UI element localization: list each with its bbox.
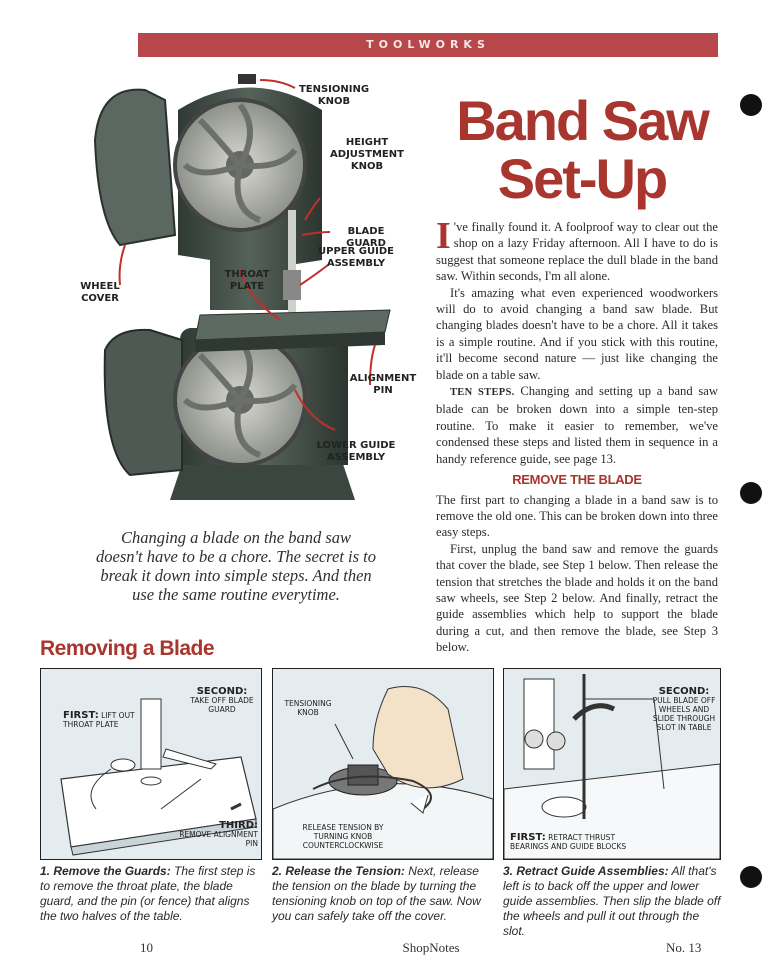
section-name: TOOLWORKS xyxy=(366,38,490,51)
table-drawing xyxy=(41,669,261,859)
subhead-remove-blade: REMOVE THE BLADE xyxy=(512,472,642,488)
p3-first-head: FIRST: xyxy=(510,832,546,843)
p2-release-label: RELEASE TENSION BY TURNING KNOB COUNTERC… xyxy=(302,823,384,850)
step-3-caption: 3. Retract Guide Assemblies: All that's … xyxy=(503,864,723,939)
step-2-caption: 2. Release the Tension: Next, release th… xyxy=(272,864,494,924)
paragraph-5: First, unplug the band saw and remove th… xyxy=(436,541,718,655)
label-lower-guide-assembly: LOWER GUIDE ASSEMBLY xyxy=(316,440,396,463)
article-title: Band Saw Set-Up xyxy=(432,92,732,208)
margin-dot xyxy=(740,866,762,888)
p1-first-text: LIFT OUT THROAT PLATE xyxy=(63,711,135,729)
title-line-2: Set-Up xyxy=(497,147,668,210)
label-height-adjustment-knob: HEIGHT ADJUSTMENT KNOB xyxy=(330,137,404,172)
label-throat-plate: THROAT PLATE xyxy=(224,269,270,292)
section-header-bar: TOOLWORKS xyxy=(138,33,718,57)
step-1-illustration: SECOND: TAKE OFF BLADE GUARD FIRST: LIFT… xyxy=(40,668,262,860)
step-1-caption: 1. Remove the Guards: The first step is … xyxy=(40,864,262,924)
label-wheel-cover: WHEEL COVER xyxy=(80,281,120,304)
paragraph-2: It's amazing what even experienced woodw… xyxy=(436,285,718,382)
label-blade-guard: BLADE GUARD xyxy=(346,226,386,249)
p1-second-text: TAKE OFF BLADE GUARD xyxy=(190,696,254,714)
step-2-caption-title: 2. Release the Tension: xyxy=(272,864,405,878)
p2-knob-label: TENSIONING KNOB xyxy=(284,699,332,717)
p3-second-head: SECOND: xyxy=(658,686,710,697)
paragraph-3-text: Changing and setting up a band saw blade… xyxy=(436,384,718,466)
step-2-illustration: TENSIONING KNOB RELEASE TENSION BY TURNI… xyxy=(272,668,494,860)
knob-drawing xyxy=(273,669,493,859)
magazine-name: ShopNotes xyxy=(402,940,460,955)
step-3-caption-title: 3. Retract Guide Assemblies: xyxy=(503,864,669,878)
p1-first-head: FIRST: xyxy=(63,710,99,721)
paragraph-4: The first part to changing a blade in a … xyxy=(436,492,718,540)
step-3-illustration: SECOND: PULL BLADE OFF WHEELS AND SLIDE … xyxy=(503,668,721,860)
paragraph-1-text: 've finally found it. A foolproof way to… xyxy=(436,220,718,284)
section-title: Removing a Blade xyxy=(40,637,215,660)
issue-number: No. 13 xyxy=(666,940,702,955)
lead-in: TEN STEPS. xyxy=(450,387,515,399)
paragraph-1: I've finally found it. A foolproof way t… xyxy=(436,215,718,285)
band-saw-photo xyxy=(93,74,391,500)
step-1-caption-title: 1. Remove the Guards: xyxy=(40,864,171,878)
page-number: 10 xyxy=(140,940,153,955)
label-upper-guide-assembly: UPPER GUIDE ASSEMBLY xyxy=(318,246,394,269)
p1-third-text: REMOVE ALIGNMENT PIN xyxy=(179,830,258,848)
margin-dot xyxy=(740,482,762,504)
paragraph-3: TEN STEPS. Changing and setting up a ban… xyxy=(436,383,718,467)
drop-cap: I xyxy=(436,215,451,257)
article-body: I've finally found it. A foolproof way t… xyxy=(436,215,718,656)
step-3-caption-text: All that's left is to back off the upper… xyxy=(503,864,721,938)
p3-second-text: PULL BLADE OFF WHEELS AND SLIDE THROUGH … xyxy=(652,696,716,732)
label-alignment-pin: ALIGNMENT PIN xyxy=(349,373,417,396)
margin-dot xyxy=(740,94,762,116)
p3-first-text: RETRACT THRUST BEARINGS AND GUIDE BLOCKS xyxy=(510,833,627,851)
step-1-caption-text: The first step is to remove the throat p… xyxy=(40,864,256,923)
step-2-caption-text: Next, release the tension on the blade b… xyxy=(272,864,481,923)
p1-second-head: SECOND: xyxy=(196,686,248,697)
label-tensioning-knob: TENSIONING KNOB xyxy=(298,84,370,107)
title-line-1: Band Saw xyxy=(456,89,710,152)
p1-third-head: THIRD: xyxy=(219,820,258,831)
guide-drawing xyxy=(504,669,720,859)
photo-caption: Changing a blade on the band saw doesn't… xyxy=(96,528,376,604)
